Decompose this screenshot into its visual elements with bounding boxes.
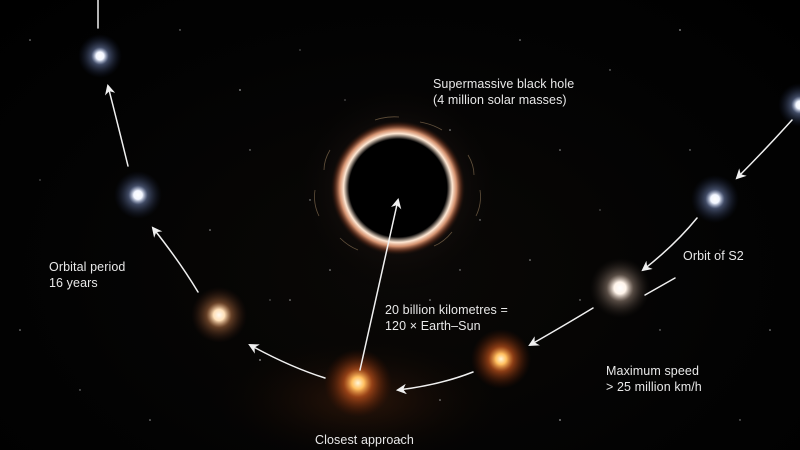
distance-arrow: [359, 197, 402, 371]
star-s2-closest-approach: [324, 349, 392, 417]
star-s2-right-upper: [691, 175, 739, 223]
black-hole-label-line1: Supermassive black hole: [433, 77, 575, 91]
orbit-label: Orbit of S2: [683, 248, 744, 264]
star-s2-top-left: [78, 34, 122, 78]
star-s2-left-lower: [191, 287, 247, 343]
max-speed-label: Maximum speed > 25 million km/h: [606, 363, 702, 395]
orbit-arrow-right-middle: [641, 217, 698, 272]
orbital-period-label: Orbital period 16 years: [49, 259, 125, 291]
closest-approach-label-text: Closest approach: [315, 433, 414, 447]
orbital-period-label-line2: 16 years: [49, 276, 98, 290]
distance-label-line1: 20 billion kilometres =: [385, 303, 508, 317]
max-speed-label-line2: > 25 million km/h: [606, 380, 702, 394]
max-speed-label-line1: Maximum speed: [606, 364, 699, 378]
black-hole-label: Supermassive black hole (4 million solar…: [433, 76, 574, 108]
event-horizon: [350, 140, 446, 236]
star-s2-right-lower: [471, 329, 531, 389]
distance-label-line2: 120 × Earth–Sun: [385, 319, 481, 333]
black-hole-label-line2: (4 million solar masses): [433, 93, 567, 107]
orbital-period-label-line1: Orbital period: [49, 260, 126, 274]
orbit-arrow-bottom: [395, 371, 474, 395]
distance-label: 20 billion kilometres = 120 × Earth–Sun: [385, 302, 508, 334]
orbit-arrow-left-upper: [105, 83, 129, 167]
star-s2-left-upper: [114, 171, 162, 219]
star-s2-right-middle: [590, 258, 650, 318]
orbit-arrow-left-lower: [248, 343, 326, 379]
orbit-arrow-right-upper: [735, 119, 793, 180]
orbit-label-text: Orbit of S2: [683, 249, 744, 263]
orbit-arrow-right-lower: [528, 307, 594, 347]
orbit-arrow-left-middle: [151, 226, 199, 293]
closest-approach-label: Closest approach: [315, 432, 414, 448]
star-s2-top-right: [778, 83, 800, 127]
orbit-arrow-right-edge: [644, 277, 676, 296]
